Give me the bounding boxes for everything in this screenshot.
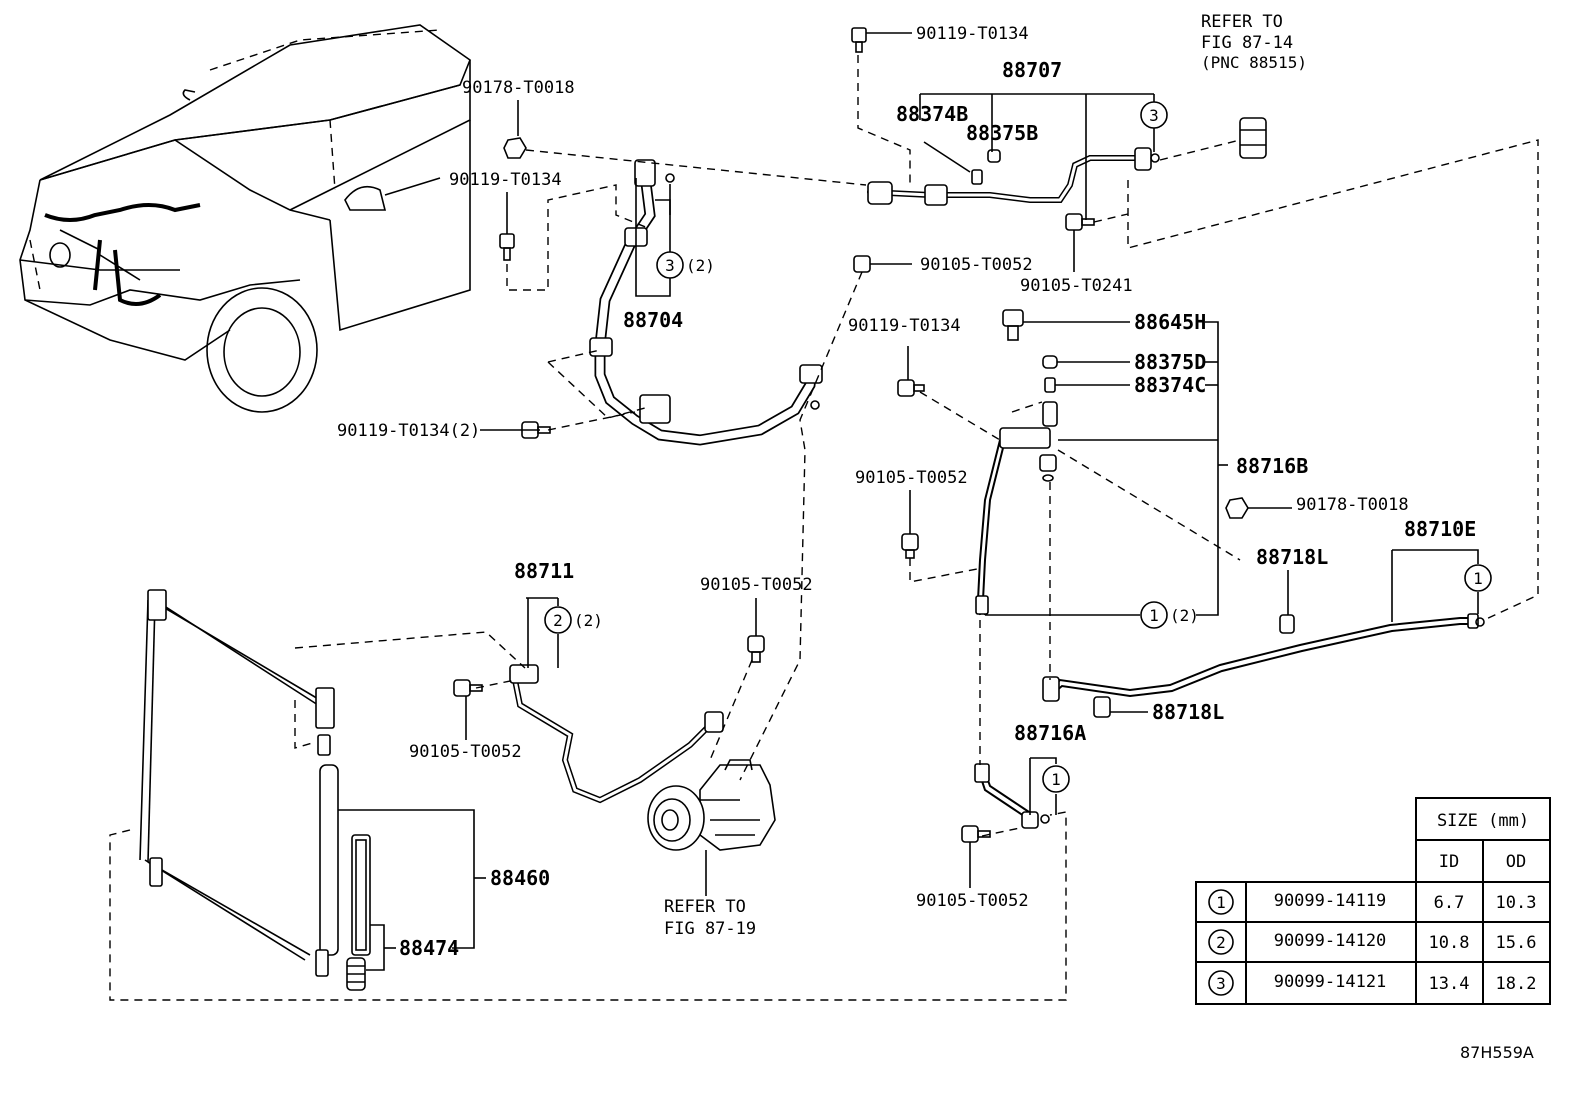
label-90119-T0134-top: 90119-T0134 [916, 24, 1029, 44]
row-od: 15.6 [1496, 933, 1537, 953]
table-header: SIZE (mm) [1437, 811, 1529, 831]
callout-2-hose: 2 [553, 611, 563, 630]
label-88645H: 88645H [1134, 310, 1206, 334]
table-row: 1 90099-14119 6.7 10.3 [1208, 889, 1537, 915]
qty-callout-2: (2) [574, 611, 603, 630]
label-90119-T0134-left: 90119-T0134 [449, 170, 562, 190]
label-88460: 88460 [490, 866, 550, 890]
row-ref: 3 [1216, 974, 1226, 993]
label-90178-T0018-right: 90178-T0018 [1296, 495, 1409, 515]
refer-compressor-line1: REFER TO [664, 897, 746, 917]
callout-circles: 3 3 2 1 1 1 [544, 101, 1492, 793]
label-90105-T0052-condenser: 90105-T0052 [409, 742, 522, 762]
label-90105-T0241: 90105-T0241 [1020, 276, 1133, 296]
part-labels: 90119-T0134 88707 REFER TO FIG 87-14 (PN… [337, 12, 1534, 1062]
label-88704: 88704 [623, 308, 683, 332]
label-88374B: 88374B [896, 102, 968, 126]
refer-top-line3: (PNC 88515) [1201, 53, 1307, 72]
table-col-id: ID [1439, 852, 1459, 872]
filter-88474 [346, 834, 371, 991]
label-88374C: 88374C [1134, 373, 1206, 397]
qty-callout-3: (2) [686, 256, 715, 275]
refer-top-line1: REFER TO [1201, 12, 1283, 32]
label-90119-T0134-bottom: 90119-T0134(2) [337, 421, 480, 441]
label-88474: 88474 [399, 936, 459, 960]
table-row: 2 90099-14120 10.8 15.6 [1208, 929, 1537, 955]
liquid-pipe-88710E [1042, 613, 1485, 718]
row-ref: 1 [1216, 893, 1226, 912]
table-row: 3 90099-14121 13.4 18.2 [1208, 970, 1537, 996]
label-88716A: 88716A [1014, 721, 1086, 745]
row-od: 18.2 [1496, 974, 1537, 994]
compressor [647, 759, 776, 851]
label-90105-T0052-compressor: 90105-T0052 [700, 575, 813, 595]
callout-3-hose: 3 [665, 256, 675, 275]
row-part-number: 90099-14121 [1274, 972, 1387, 992]
row-ref: 2 [1216, 933, 1226, 952]
label-88707: 88707 [1002, 58, 1062, 82]
refer-compressor-line2: FIG 87-19 [664, 919, 756, 939]
callout-3-top: 3 [1149, 106, 1159, 125]
discharge-hose-88711 [509, 664, 724, 804]
row-part-number: 90099-14119 [1274, 891, 1387, 911]
label-90178-T0018-top: 90178-T0018 [462, 78, 575, 98]
label-90105-T0052-low: 90105-T0052 [916, 891, 1029, 911]
table-col-od: OD [1506, 852, 1526, 872]
label-88375D: 88375D [1134, 350, 1206, 374]
figure-id: 87H559A [1460, 1043, 1534, 1062]
label-88718L-bottom: 88718L [1152, 700, 1224, 724]
label-88375B: 88375B [966, 121, 1038, 145]
condenser-88460 [139, 589, 339, 977]
label-88718L-top: 88718L [1256, 545, 1328, 569]
row-id: 6.7 [1434, 893, 1465, 913]
label-90105-T0052-right: 90105-T0052 [855, 468, 968, 488]
o-ring-size-table: SIZE (mm) ID OD 1 90099-14119 6.7 10.3 2… [1195, 797, 1551, 1005]
qty-callout-1: (2) [1170, 606, 1199, 625]
row-od: 10.3 [1496, 893, 1537, 913]
liquid-pipe-88716A [974, 763, 1050, 829]
row-id: 10.8 [1429, 933, 1470, 953]
assembly-dashed-lines [109, 55, 1539, 1001]
label-88716B: 88716B [1236, 454, 1308, 478]
discharge-pipe-88707 [867, 147, 1160, 206]
label-90105-T0052-mid: 90105-T0052 [920, 255, 1033, 275]
callout-1-right: 1 [1473, 569, 1483, 588]
vehicle-illustration [19, 24, 471, 413]
callout-1-pipe: 1 [1149, 606, 1159, 625]
label-88710E: 88710E [1404, 517, 1476, 541]
callout-1-lower: 1 [1051, 770, 1061, 789]
suction-hose-88704 [589, 159, 823, 446]
row-id: 13.4 [1429, 974, 1470, 994]
label-90119-T0134-mid: 90119-T0134 [848, 316, 961, 336]
row-part-number: 90099-14120 [1274, 931, 1387, 951]
leader-lines [338, 32, 1479, 971]
label-88711: 88711 [514, 559, 574, 583]
refer-top-line2: FIG 87-14 [1201, 33, 1293, 53]
liquid-pipe-88716B [975, 401, 1058, 616]
